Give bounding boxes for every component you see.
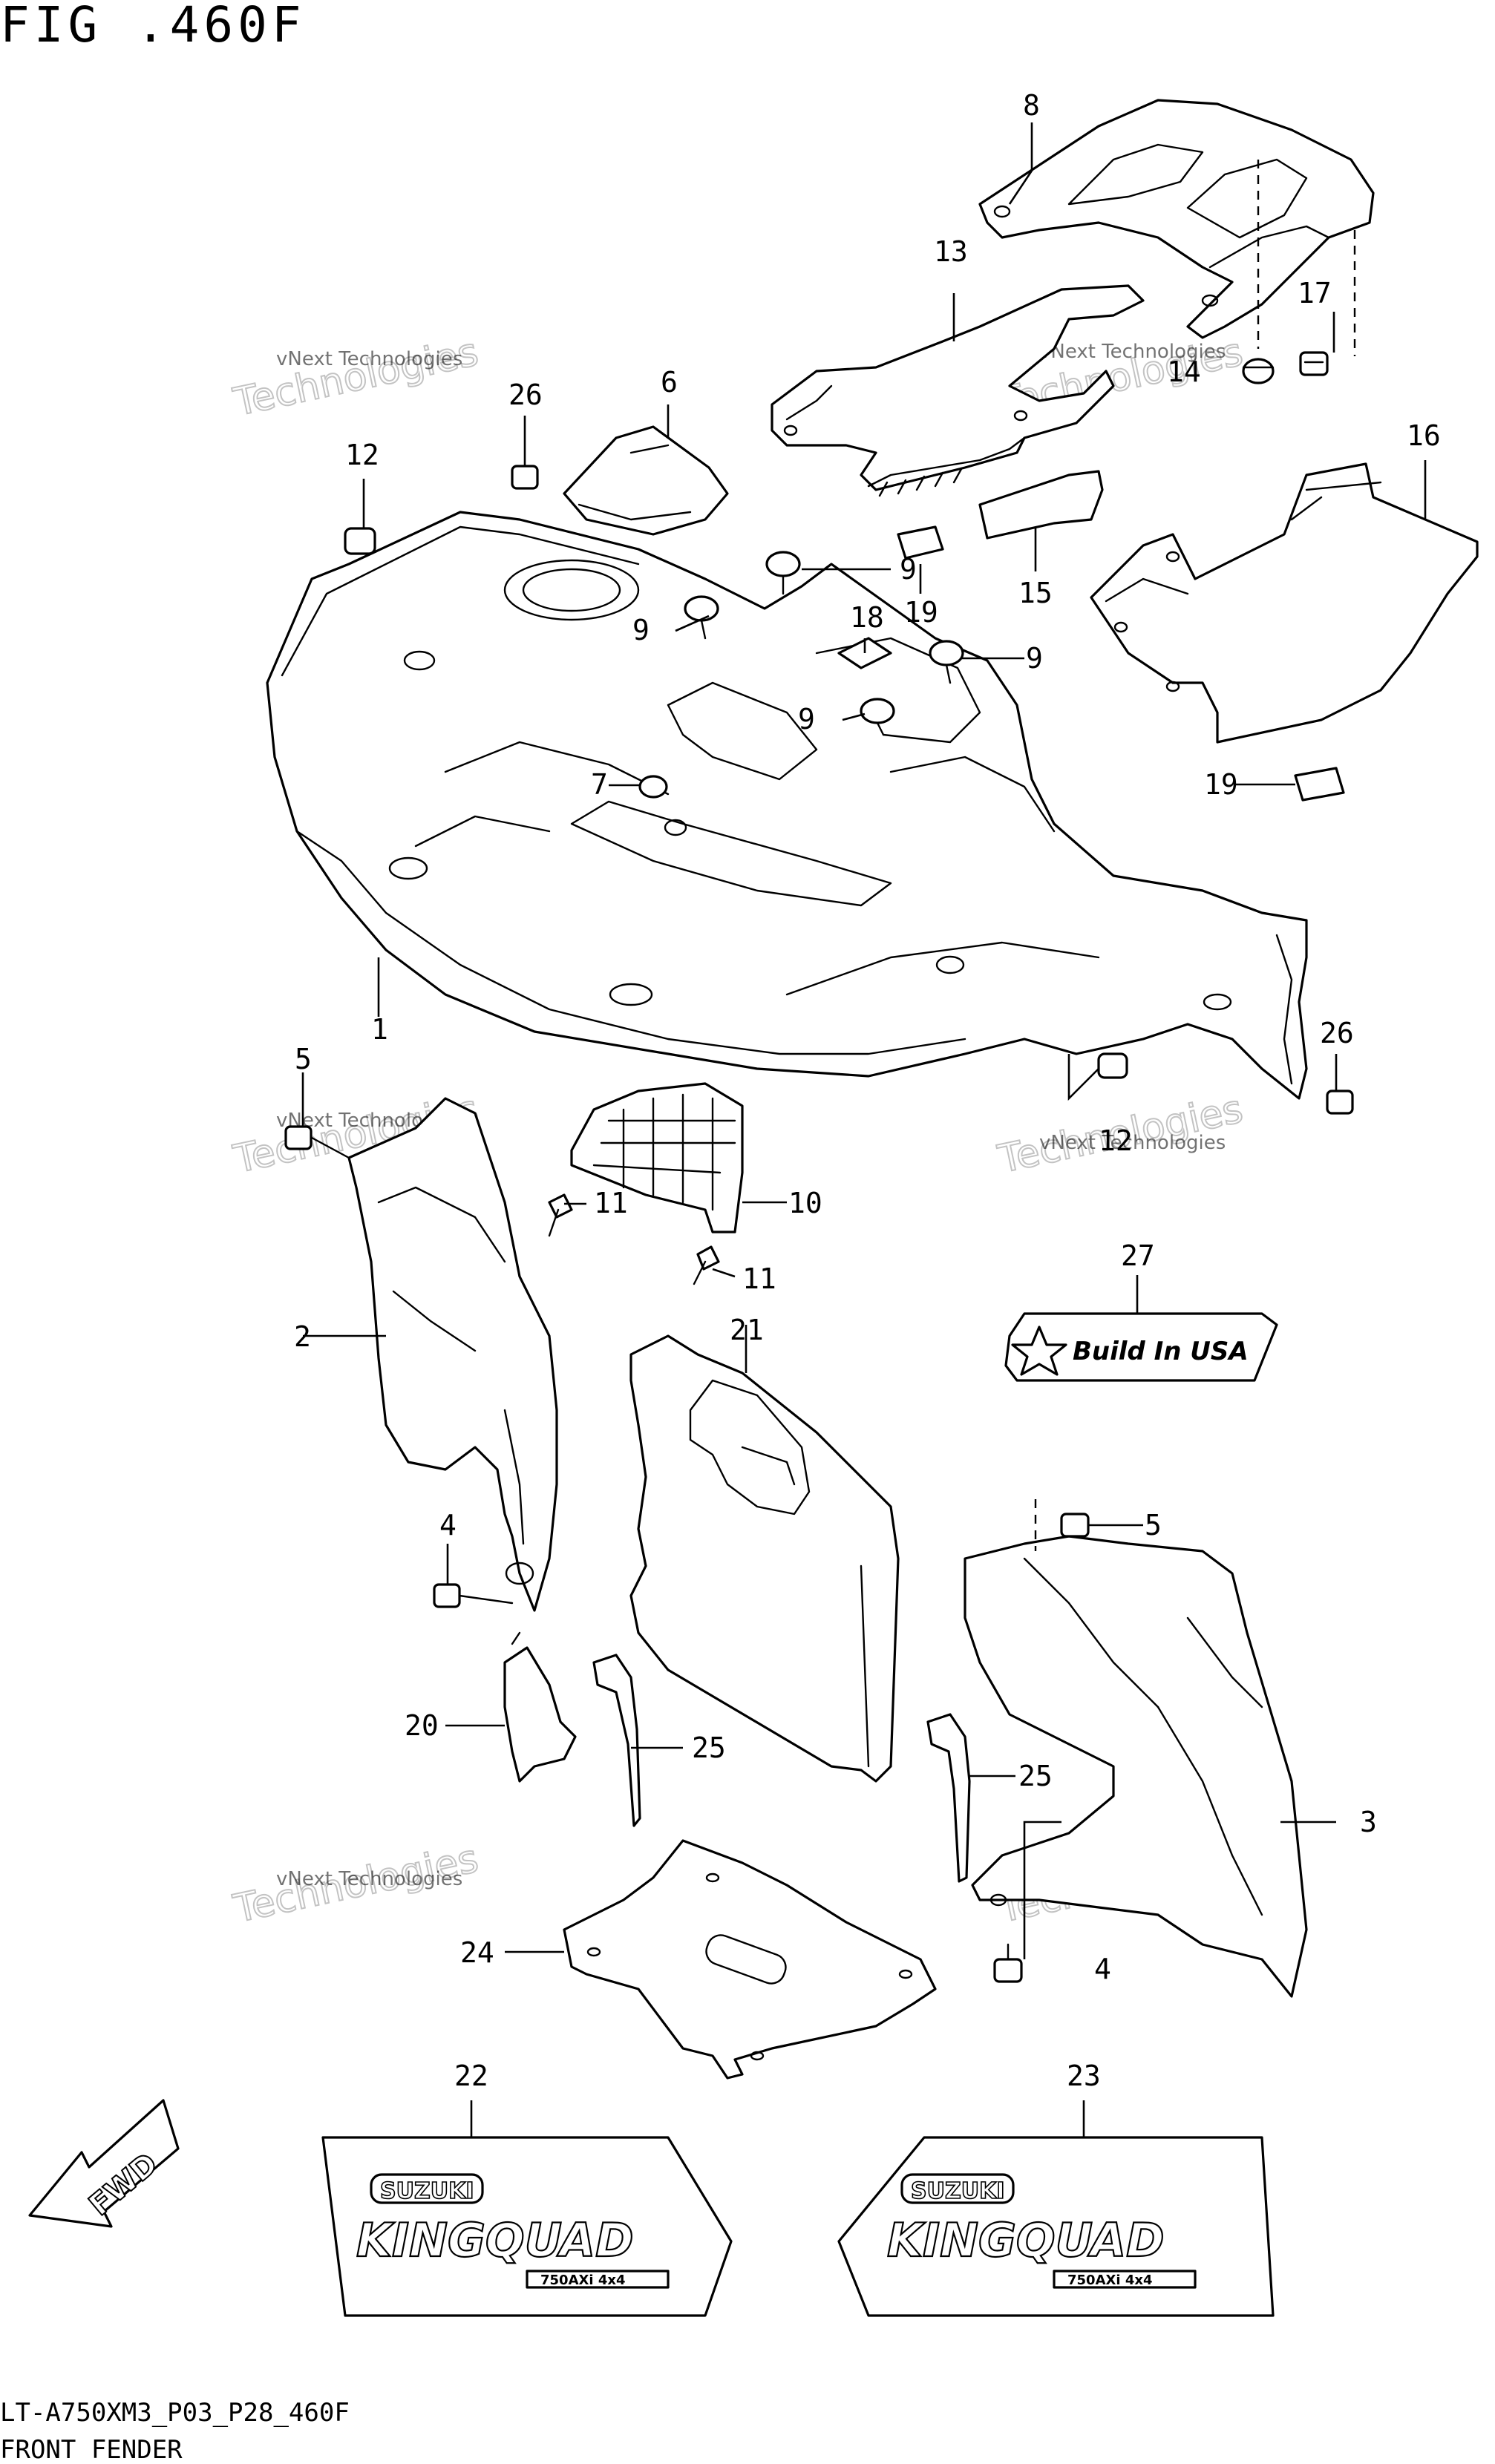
part-6-cap	[563, 425, 729, 536]
callout-19: 19	[1204, 768, 1238, 801]
part-16-side-panel	[1090, 462, 1479, 744]
watermark-text: vNext Technologies	[1039, 1132, 1226, 1154]
part-12-fasteners	[344, 527, 1128, 1079]
callout-26: 26	[508, 379, 543, 411]
watermark-text: vNext Technologies	[1039, 341, 1226, 363]
part-10-grille	[570, 1082, 744, 1233]
watermark-big: Technologies	[229, 330, 482, 425]
part-24-skid-plate	[563, 1839, 937, 2080]
figure-title: FIG .460F	[0, 0, 306, 53]
callout-13: 13	[934, 235, 968, 268]
decal-sub: 750AXi 4x4	[1067, 2273, 1152, 2288]
callout-9: 9	[798, 703, 815, 735]
callout-7: 7	[591, 768, 608, 801]
callout-4: 4	[439, 1509, 457, 1541]
part-17-clip	[1299, 230, 1356, 376]
callout-3: 3	[1360, 1806, 1377, 1838]
part-21-panel	[629, 1334, 900, 1783]
part-25-ties	[592, 1654, 971, 1883]
callout-26: 26	[1320, 1017, 1354, 1049]
callout-2: 2	[294, 1320, 311, 1353]
callout-5: 5	[1145, 1509, 1162, 1541]
callout-8: 8	[1023, 89, 1040, 122]
callout-20: 20	[405, 1709, 439, 1742]
part-2-mudguard-left	[347, 1097, 558, 1612]
part-9-bolts	[684, 551, 964, 736]
decal-model: KINGQUAD	[887, 2213, 1165, 2267]
callout-labels: 1 2 3 4 4 5 5 6 7 8 9 9 9 9 10 11 11 12 …	[294, 89, 1441, 2092]
callout-23: 23	[1067, 2060, 1101, 2092]
leader-lines	[301, 122, 1427, 2137]
callout-10: 10	[788, 1187, 822, 1219]
callout-11: 11	[742, 1262, 776, 1295]
part-5-screw-left	[284, 1125, 350, 1159]
part-4-screw-right	[993, 1943, 1023, 1983]
callout-9: 9	[1026, 642, 1043, 675]
decal-sub: 750AXi 4x4	[540, 2273, 625, 2288]
callout-9: 9	[900, 553, 917, 586]
part-20-bracket	[503, 1631, 577, 1783]
part-13-bracket	[771, 284, 1145, 497]
callout-11: 11	[594, 1187, 628, 1219]
watermark-text: vNext Technologies	[276, 348, 462, 370]
callout-27: 27	[1121, 1239, 1155, 1272]
part-5-screw-right	[1034, 1499, 1090, 1551]
part-19-cushions	[897, 525, 1345, 802]
callout-19: 19	[904, 596, 938, 629]
part-7-grommet	[638, 775, 687, 836]
callout-21: 21	[730, 1314, 764, 1346]
callout-17: 17	[1298, 277, 1332, 309]
decal-brand: SUZUKI	[380, 2178, 474, 2204]
decal-model: KINGQUAD	[356, 2213, 634, 2267]
watermark-text: vNext Technologies	[276, 1868, 462, 1890]
callout-25: 25	[1018, 1760, 1053, 1792]
callout-22: 22	[454, 2060, 488, 2092]
callout-9: 9	[632, 614, 650, 646]
callout-15: 15	[1018, 577, 1053, 609]
part-11-screws	[548, 1193, 720, 1285]
callout-25: 25	[692, 1731, 726, 1764]
part-27-badge: Build In USA	[1004, 1312, 1278, 1382]
part-3-mudguard-right	[964, 1535, 1308, 1998]
callout-5: 5	[295, 1043, 312, 1075]
callout-12: 12	[1099, 1124, 1133, 1157]
part-1-front-fender	[266, 511, 1308, 1100]
model-code: LT-A750XM3_P03_P28_460F	[0, 2398, 350, 2428]
callout-24: 24	[460, 1936, 494, 1969]
diagram-caption: FRONT FENDER	[0, 2435, 183, 2464]
callout-12: 12	[345, 439, 379, 471]
callout-14: 14	[1167, 355, 1201, 388]
part-15-pad	[978, 470, 1104, 540]
part-8-cover	[978, 99, 1375, 339]
callout-16: 16	[1407, 419, 1441, 452]
callout-4: 4	[1094, 1953, 1111, 1985]
part-26-fasteners	[511, 465, 1354, 1115]
part-4-screw-left	[433, 1583, 514, 1608]
star-icon	[1011, 1326, 1067, 1376]
decal-brand: SUZUKI	[911, 2178, 1005, 2204]
part-14-nut	[1242, 160, 1275, 384]
part-22-decal-left: SUZUKI KINGQUAD 750AXi 4x4	[321, 2136, 733, 2317]
callout-1: 1	[371, 1013, 388, 1046]
part-23-decal-right: SUZUKI KINGQUAD 750AXi 4x4	[837, 2136, 1275, 2317]
callout-18: 18	[850, 601, 884, 634]
callout-6: 6	[661, 366, 678, 399]
fwd-arrow-icon: FWD	[28, 2099, 180, 2228]
badge-text: Build In USA	[1073, 1337, 1249, 1366]
